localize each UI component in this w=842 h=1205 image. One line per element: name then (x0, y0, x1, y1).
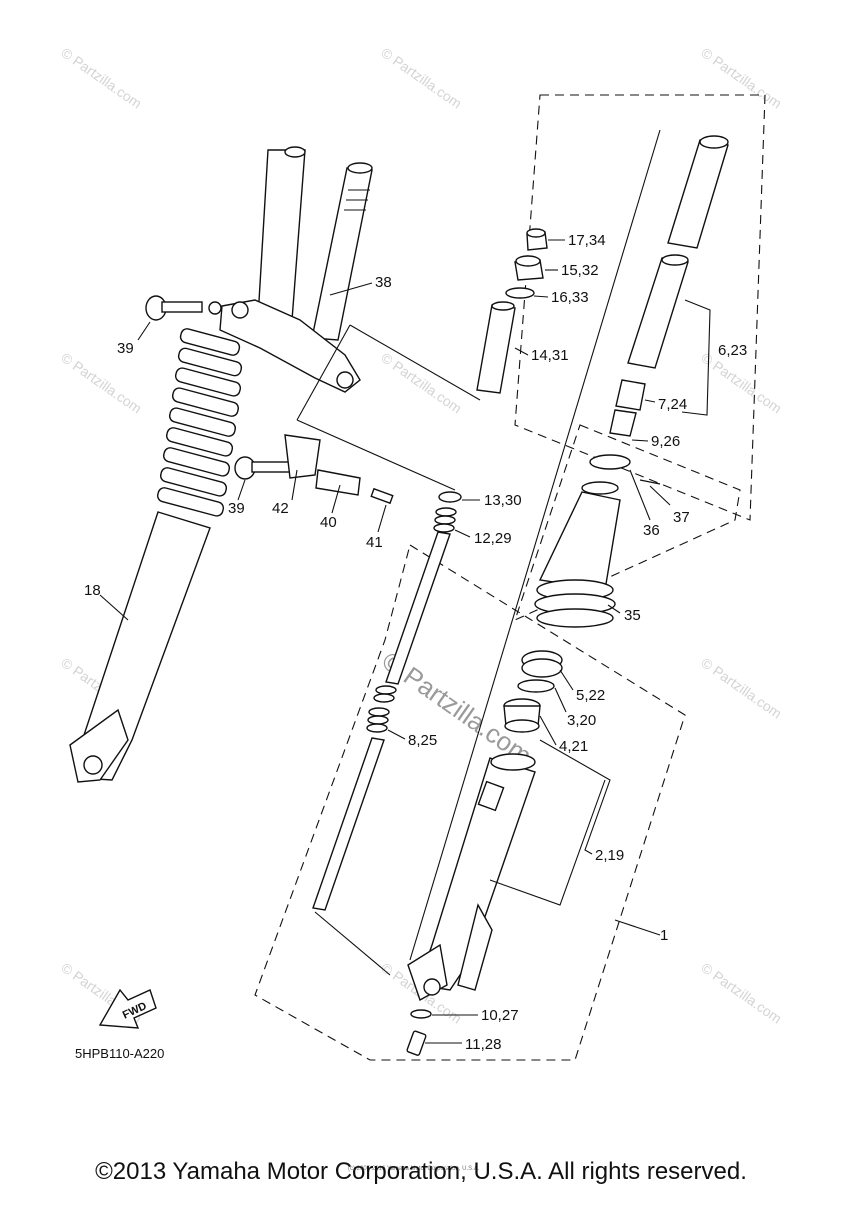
callout-8-25: 8,25 (408, 732, 437, 749)
callout-labels: 17,34 15,32 16,33 14,31 6,23 7,24 9,26 3… (84, 232, 747, 1053)
part-16-oring (505, 287, 535, 299)
part-2-outer-tube (417, 757, 536, 991)
outer-tube-exploded (407, 753, 536, 1002)
callout-14-31: 14,31 (531, 347, 569, 364)
callout-11-28: 11,28 (465, 1036, 501, 1053)
part-6-inner-tube (667, 139, 729, 249)
part-7-bushing (615, 379, 646, 411)
part-35-boot (538, 491, 621, 591)
callout-39-lower: 39 (228, 500, 245, 517)
watermark: © Partzilla.com (378, 349, 464, 416)
assembled-fork (69, 146, 373, 783)
part-14-spacer (476, 304, 516, 394)
callout-13-30: 13,30 (484, 492, 522, 509)
part-13-washer (438, 491, 462, 503)
leader-lines (99, 239, 711, 1044)
bolt-39-upper (145, 295, 222, 321)
long-spring (385, 531, 451, 685)
dust-boot (534, 454, 661, 628)
callout-9-26: 9,26 (651, 433, 680, 450)
part-6-lower (627, 257, 689, 369)
part-12-spring-upper (433, 507, 457, 533)
group-outlines (254, 94, 766, 1061)
springs (312, 491, 462, 911)
part-8-spring-lower (366, 685, 397, 733)
callout-42: 42 (272, 500, 289, 517)
watermark: © Partzilla.com (698, 349, 784, 416)
callout-2-19: 2,19 (595, 847, 624, 864)
inner-tube-left (257, 149, 306, 321)
watermark: © Partzilla.com (378, 44, 464, 111)
clamp-assembly (234, 434, 394, 505)
callout-4-21: 4,21 (559, 738, 588, 755)
boot-group-outline (514, 424, 741, 622)
callout-3-20: 3,20 (567, 712, 596, 729)
seals (503, 650, 563, 733)
fine-print: (c) 2005-2016 Yamaha Motor Corporation, … (348, 1166, 480, 1172)
callout-15-32: 15,32 (561, 262, 599, 279)
part-36-clamp (589, 454, 631, 470)
callout-41: 41 (366, 534, 383, 551)
callout-40: 40 (320, 514, 337, 531)
damper-rod (312, 737, 385, 911)
upper-right-group-outline (514, 94, 766, 521)
copyright-footer: ©2013 Yamaha Motor Corporation, U.S.A. A… (95, 1158, 747, 1185)
watermark: © Partzilla.com (698, 959, 784, 1026)
callout-7-24: 7,24 (658, 396, 687, 413)
callout-36: 36 (643, 522, 660, 539)
callout-5-22: 5,22 (576, 687, 605, 704)
callout-37: 37 (673, 509, 690, 526)
bottom-bolt (406, 1009, 432, 1056)
callout-39-upper: 39 (117, 340, 134, 357)
callout-6-23: 6,23 (718, 342, 747, 359)
fork-boot-assembled (156, 328, 243, 517)
part-11-bolt (406, 1030, 427, 1056)
part-10-washer (410, 1009, 432, 1019)
watermark: © Partzilla.com (58, 349, 144, 416)
diagram-code: 5HPB110-A220 (75, 1046, 164, 1061)
callout-38: 38 (375, 274, 392, 291)
part-3-clip (517, 679, 555, 693)
callout-35: 35 (624, 607, 641, 624)
part-9-bushing (609, 409, 637, 437)
watermark: © Partzilla.com (698, 44, 784, 111)
watermark: © Partzilla.com (698, 654, 784, 721)
watermark: © Partzilla.com (58, 44, 144, 111)
upper-parts (476, 135, 729, 437)
callout-18: 18 (84, 582, 101, 599)
callout-12-29: 12,29 (474, 530, 512, 547)
callout-17-34: 17,34 (568, 232, 606, 249)
steering-stem (311, 167, 373, 341)
connector-lines (296, 129, 661, 976)
callout-10-27: 10,27 (481, 1007, 519, 1024)
callout-16-33: 16,33 (551, 289, 589, 306)
callout-1: 1 (660, 927, 668, 944)
lower-group-outline (254, 544, 686, 1061)
